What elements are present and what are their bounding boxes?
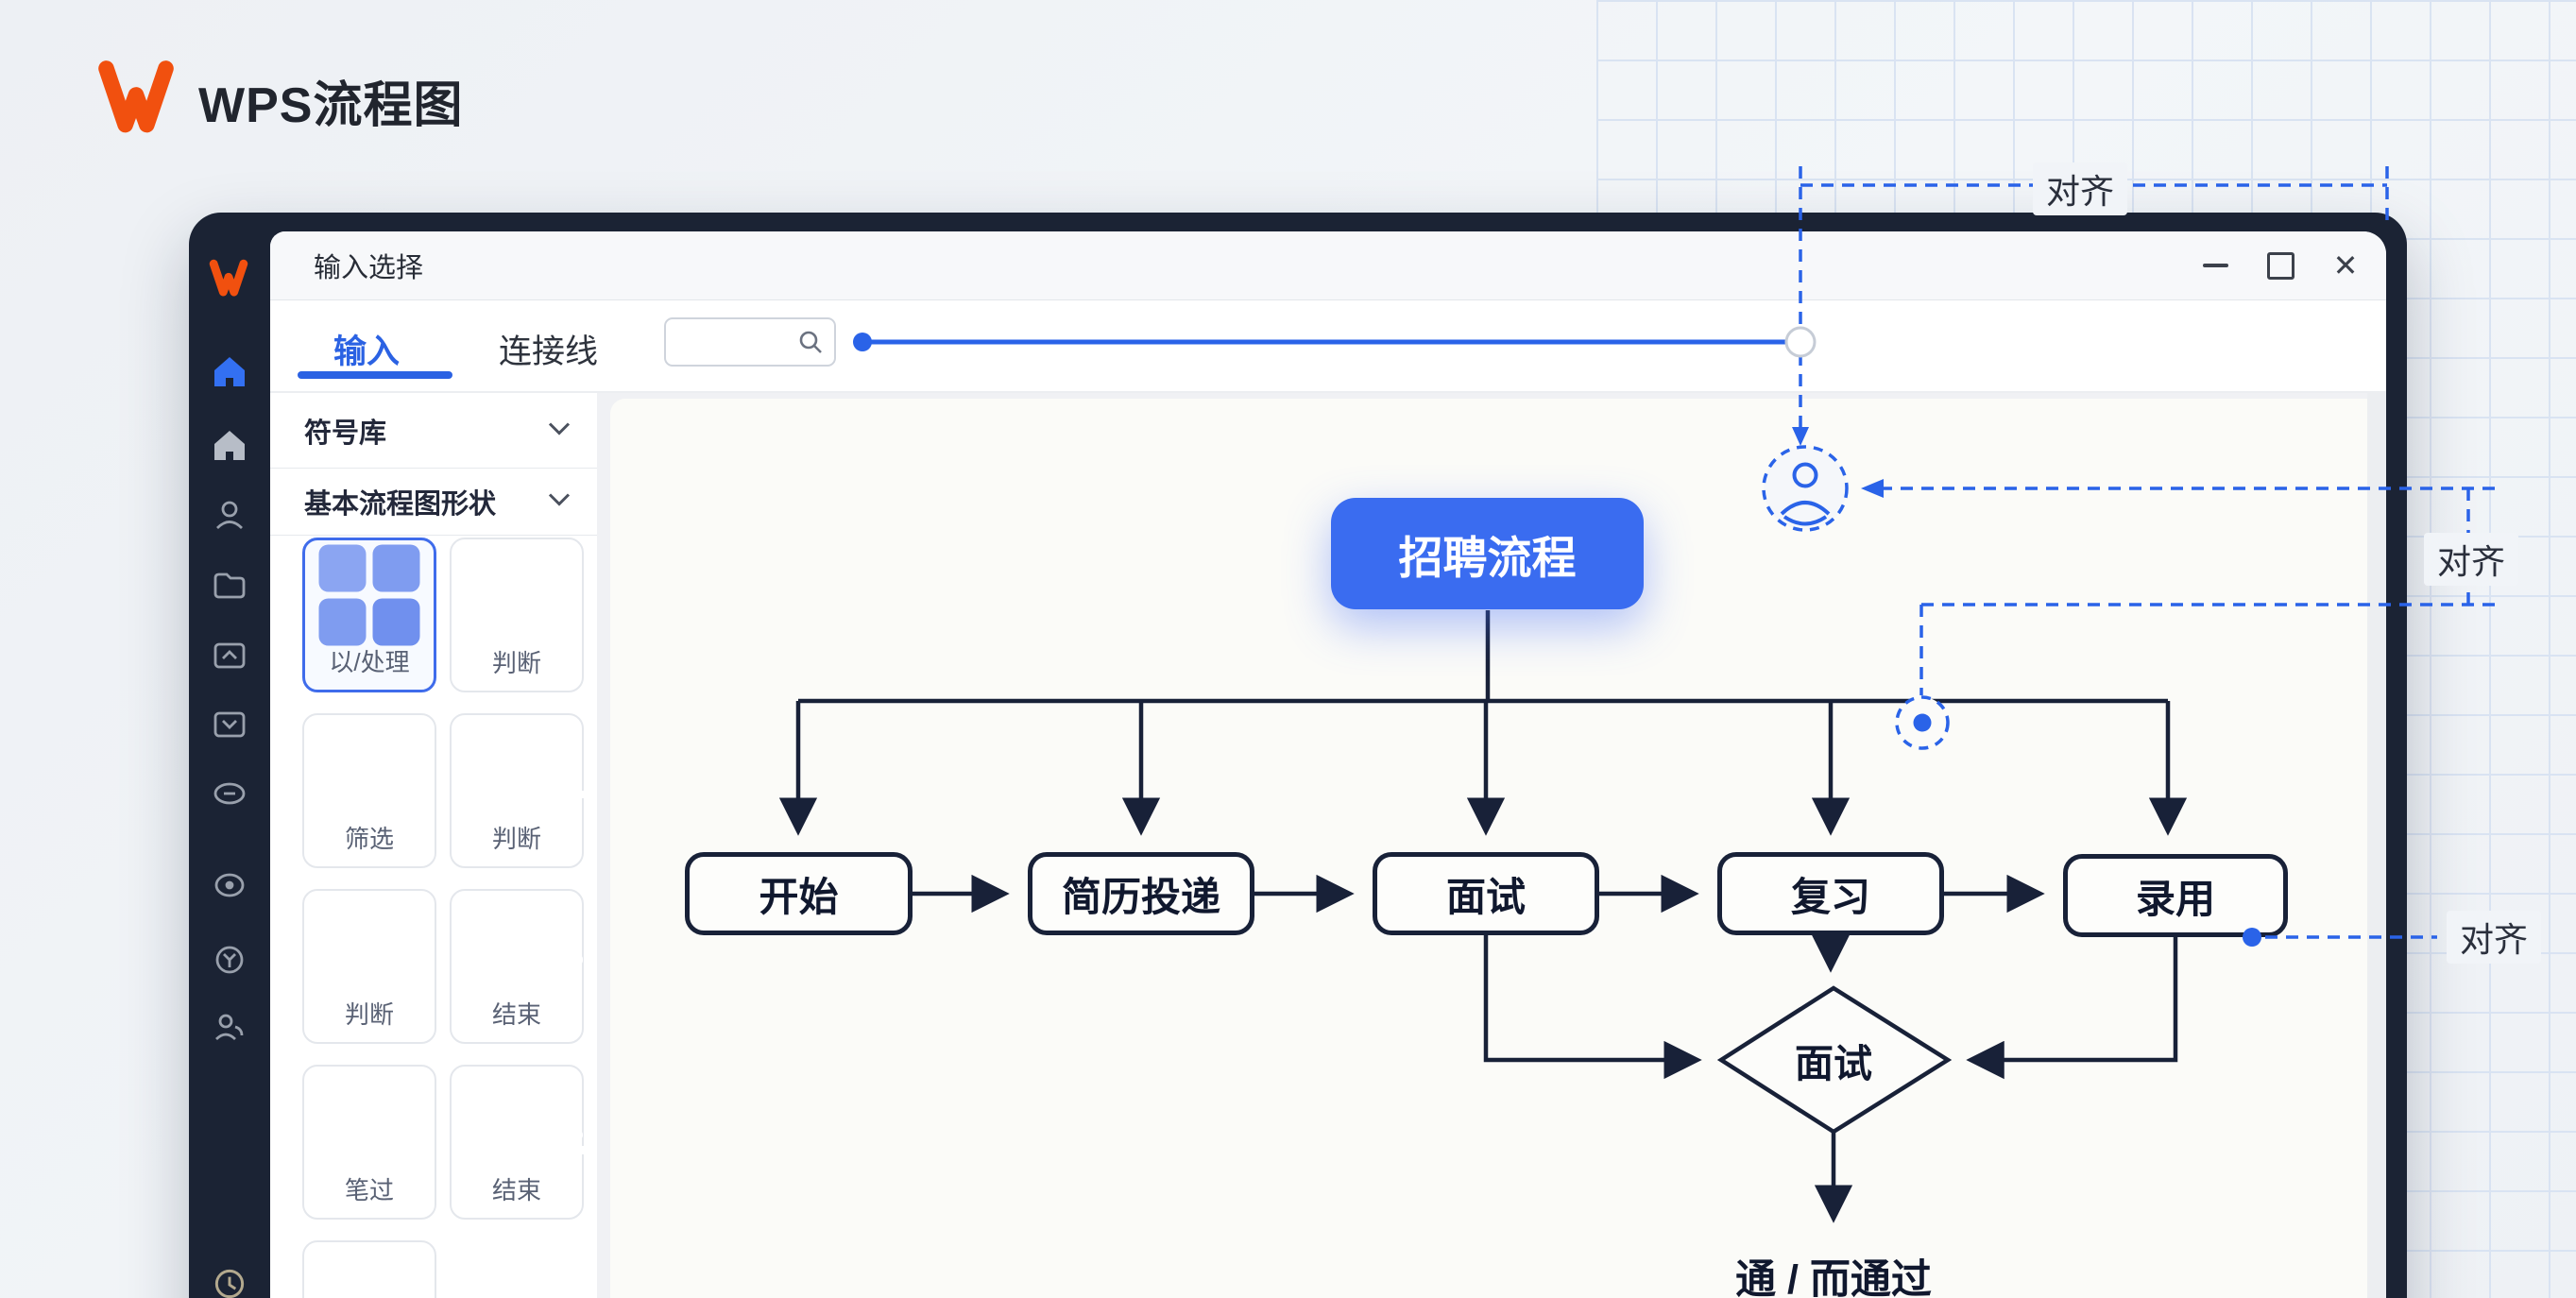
panel-down-icon[interactable] — [209, 704, 250, 745]
branch-icon[interactable] — [209, 939, 250, 981]
shape-card-label: 结束 — [491, 1000, 541, 1029]
shape-card-label: 判断 — [344, 1000, 394, 1029]
close-button[interactable]: ✕ — [2317, 231, 2374, 299]
tab-input[interactable]: 输入 — [333, 333, 401, 370]
window-main: 输入选择 ✕ 输入 连接线 — [270, 231, 2386, 1298]
brand-title: WPS流程图 — [198, 78, 464, 133]
chevron-down-icon — [546, 491, 572, 513]
shape-card-label: 筛选 — [344, 825, 394, 853]
symbol-library-title: 符号库 — [304, 418, 387, 449]
search-box[interactable] — [664, 317, 836, 367]
search-input[interactable] — [675, 323, 793, 359]
basic-shapes-title: 基本流程图形状 — [304, 489, 497, 520]
shape-card-label: 判断 — [491, 649, 541, 677]
close-icon: ✕ — [2332, 248, 2359, 282]
shape-thumb-grid-icon — [318, 544, 420, 646]
window-title: 输入选择 — [314, 253, 424, 283]
flow-node-review[interactable]: 复习 — [1717, 852, 1944, 935]
member-icon[interactable] — [209, 1007, 250, 1049]
minimize-icon — [2202, 264, 2228, 267]
flow-node-start[interactable]: 开始 — [685, 852, 913, 935]
home-icon-active[interactable] — [209, 350, 250, 392]
shape-card-label: 笔过 — [344, 1176, 394, 1204]
search-icon — [796, 328, 825, 361]
shape-card-partial[interactable] — [302, 1240, 436, 1298]
panel-up-icon[interactable] — [209, 635, 250, 676]
align-label-bottom: 对齐 — [2447, 911, 2542, 964]
shape-card-decision-3[interactable]: 判断 — [302, 889, 436, 1044]
basic-shapes-header[interactable]: 基本流程图形状 — [270, 469, 597, 536]
shape-card-pass[interactable]: 笔过 — [302, 1065, 436, 1220]
shape-card-label: 以/处理 — [329, 648, 410, 676]
flow-node-resume[interactable]: 简历投递 — [1028, 852, 1254, 935]
tab-connector[interactable]: 连接线 — [499, 333, 599, 370]
symbol-library-header[interactable]: 符号库 — [270, 393, 597, 469]
shape-card-process[interactable]: 以/处理 — [302, 538, 436, 692]
folder-icon[interactable] — [209, 565, 250, 606]
flow-decision-label[interactable]: 面试 — [1795, 1042, 1872, 1085]
wps-logo-icon — [94, 59, 178, 143]
shape-card-decision-2[interactable]: 判断 — [450, 713, 596, 868]
vertical-scrollbar[interactable] — [2367, 393, 2386, 1298]
clock-icon[interactable] — [209, 1263, 250, 1298]
shape-card-label: 结束 — [491, 1176, 541, 1204]
tab-row: 输入 连接线 — [270, 300, 2386, 393]
titlebar: 输入选择 ✕ — [270, 231, 2386, 300]
shape-card-label: 判断 — [491, 825, 541, 853]
flow-node-interview[interactable]: 面试 — [1373, 852, 1599, 935]
shape-card-end-2[interactable]: 结束 — [450, 1065, 590, 1220]
flow-node-hire[interactable]: 录用 — [2063, 854, 2288, 937]
flow-result-text: 通 / 而通过 — [1735, 1257, 1932, 1298]
home-icon[interactable] — [209, 424, 250, 466]
shape-card-end[interactable]: 结束 — [450, 889, 584, 1044]
maximize-icon — [2266, 251, 2295, 280]
shape-card-filter[interactable]: 筛选 — [302, 713, 436, 868]
symbol-panel: 符号库 基本流程图形状 以/处理 — [270, 393, 597, 1298]
flow-node-title[interactable]: 招聘流程 — [1331, 498, 1644, 609]
chevron-down-icon — [546, 419, 572, 441]
app-window: 输入选择 ✕ 输入 连接线 — [189, 213, 2407, 1298]
ellipse-minus-icon[interactable] — [209, 773, 250, 814]
active-tab-underline — [298, 371, 452, 379]
maximize-button[interactable] — [2252, 231, 2309, 299]
content-area: 符号库 基本流程图形状 以/处理 — [270, 393, 2386, 1298]
user-icon[interactable] — [209, 495, 250, 537]
align-label-middle: 对齐 — [2424, 533, 2519, 586]
minimize-button[interactable] — [2187, 231, 2243, 299]
wps-logo-small-icon — [208, 258, 249, 299]
brand: WPS流程图 — [94, 59, 463, 143]
align-label-top: 对齐 — [2033, 162, 2128, 215]
shape-card-decision[interactable]: 判断 — [450, 538, 584, 692]
record-icon[interactable] — [209, 864, 250, 906]
